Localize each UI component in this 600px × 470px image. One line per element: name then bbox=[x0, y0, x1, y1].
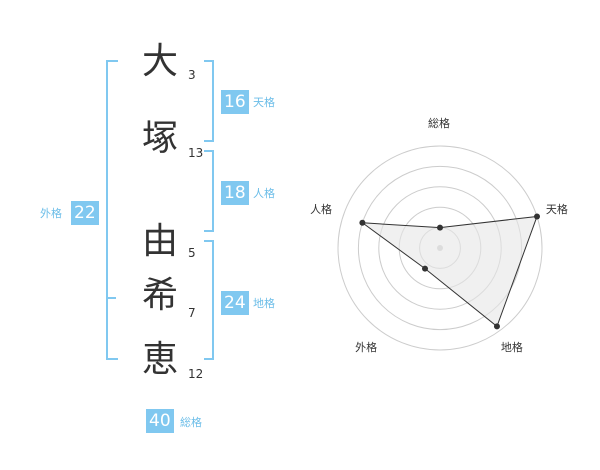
chikaku-badge: 24 bbox=[221, 291, 249, 315]
tenkaku-badge: 16 bbox=[221, 90, 249, 114]
name-char-5: 恵 bbox=[141, 339, 178, 380]
gaikaku-bracket bbox=[106, 60, 118, 360]
stroke-count-5: 12 bbox=[188, 367, 204, 381]
radar-axis-label-5: 人格 bbox=[310, 202, 333, 216]
gaikaku-badge: 22 bbox=[71, 201, 99, 225]
stroke-count-4: 7 bbox=[188, 306, 196, 320]
jinkaku-label: 人格 bbox=[253, 187, 275, 200]
soukaku-badge: 40 bbox=[146, 409, 174, 433]
gaikaku-label: 外格 bbox=[40, 207, 62, 220]
radar-ring bbox=[337, 145, 543, 351]
tenkaku-label: 天格 bbox=[253, 96, 275, 109]
tenkaku-bracket bbox=[204, 60, 214, 142]
radar-axis-label-3: 地格 bbox=[500, 341, 523, 355]
radar-series-area bbox=[360, 215, 538, 328]
chikaku-bracket bbox=[204, 240, 214, 360]
radar-axis-label-2: 天格 bbox=[545, 202, 568, 216]
radar-axis-label-4: 外格 bbox=[355, 341, 378, 355]
radar-point-3 bbox=[493, 323, 500, 330]
name-char-2: 塚 bbox=[141, 118, 178, 159]
radar-point-5 bbox=[359, 219, 366, 226]
soukaku-label: 総格 bbox=[180, 416, 202, 429]
name-char-4: 希 bbox=[141, 275, 178, 316]
chikaku-label: 地格 bbox=[253, 297, 275, 310]
name-char-3: 由 bbox=[141, 221, 178, 262]
jinkaku-bracket bbox=[204, 150, 214, 232]
stroke-count-1: 3 bbox=[188, 68, 196, 82]
stroke-count-3: 5 bbox=[188, 246, 196, 260]
radar-points bbox=[359, 213, 541, 330]
radar-point-4 bbox=[422, 265, 429, 272]
radar-axis-label-1: 総格 bbox=[428, 117, 450, 130]
name-char-1: 大 bbox=[141, 41, 178, 82]
radar-point-1 bbox=[437, 224, 443, 231]
jinkaku-badge: 18 bbox=[221, 181, 249, 205]
radar-point-2 bbox=[534, 213, 541, 220]
gaikaku-bracket-divider bbox=[106, 297, 116, 299]
stroke-count-2: 13 bbox=[188, 146, 204, 160]
